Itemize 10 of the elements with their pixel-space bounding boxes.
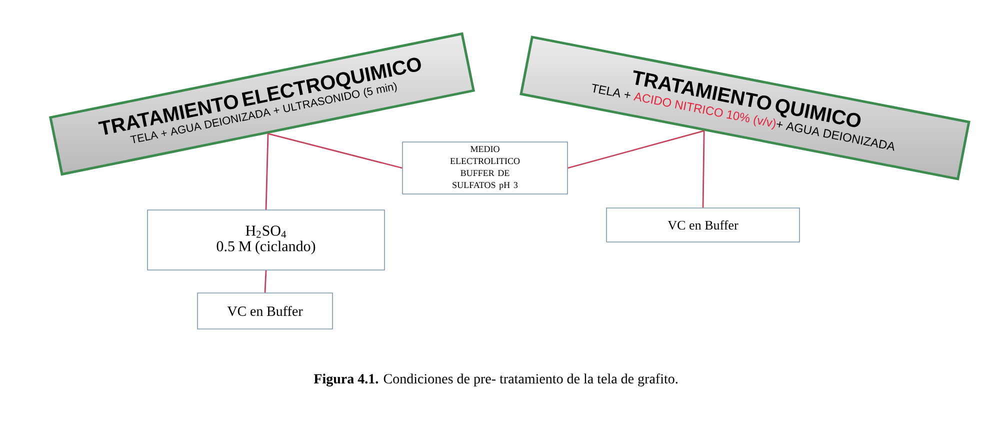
connector-line (268, 132, 402, 169)
connector-line (568, 130, 704, 169)
caption: Figura 4.1. Condiciones de pre- tratamiento de la tela de grafito. (314, 374, 678, 386)
connector-line (265, 134, 269, 210)
text-box: VC en Buffer (606, 208, 800, 242)
text-box: H$_{2}$SO$_{4}$ 0.5 M (ciclando) (147, 210, 385, 270)
text-box: VC en Buffer (197, 292, 333, 330)
connector-line (264, 270, 267, 293)
connector-line (702, 130, 705, 208)
text-box: MEDIO ELECTROLITICO BUFFER DE SULFATOS pH 3 (402, 142, 568, 194)
